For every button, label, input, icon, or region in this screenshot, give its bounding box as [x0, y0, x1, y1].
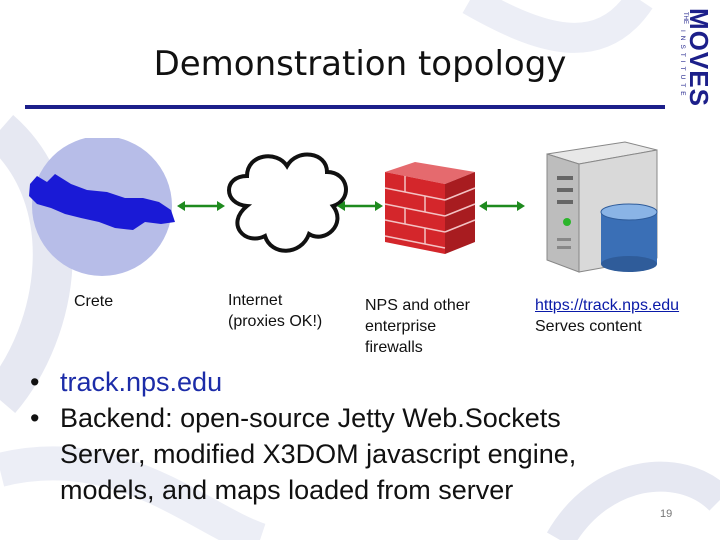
- server-database-icon: [546, 141, 658, 273]
- bullet-text-line2: Server, modified X3DOM javascript engine…: [60, 439, 577, 469]
- bullet-list: • track.nps.edu • Backend: open-source J…: [30, 364, 700, 508]
- crete-label-text: Crete: [74, 293, 114, 310]
- topology-diagram: [29, 138, 658, 276]
- crete-label: Crete: [74, 291, 113, 312]
- bullet-item: • Backend: open-source Jetty Web.Sockets…: [30, 400, 700, 508]
- arrow-crete-internet: [177, 201, 225, 211]
- cloud-icon: [227, 152, 348, 253]
- bullet-item: • track.nps.edu: [30, 364, 700, 400]
- bullet-dot: •: [30, 403, 40, 433]
- bullet-text-line1: Backend: open-source Jetty Web.Sockets: [60, 403, 561, 433]
- nps-label: NPS and other enterprise firewalls: [365, 295, 470, 358]
- moves-institute-logo: THE INSTITUTE MOVES: [666, 2, 716, 132]
- bullet-text-line3: models, and maps loaded from server: [60, 475, 514, 505]
- internet-label: Internet (proxies OK!): [228, 290, 322, 332]
- firewall-icon: [384, 162, 476, 254]
- title-underline: [25, 105, 665, 109]
- page-number: 19: [660, 508, 673, 520]
- logo-side-text: INSTITUTE: [679, 30, 686, 100]
- crete-map-icon: [29, 138, 175, 276]
- bullet-text: track.nps.edu: [60, 367, 223, 397]
- server-label: https://track.nps.edu Serves content: [535, 295, 679, 337]
- server-label-line2: Serves content: [535, 318, 642, 335]
- internet-label-line2: (proxies OK!): [228, 313, 323, 330]
- nps-label-line1: NPS and other: [365, 297, 470, 314]
- internet-label-line1: Internet: [228, 292, 283, 309]
- logo-the-text: THE: [682, 12, 688, 24]
- arrow-internet-firewall: [337, 201, 383, 211]
- bullet-dot: •: [30, 367, 40, 397]
- arrow-firewall-server: [479, 201, 525, 211]
- nps-label-line2: enterprise: [365, 318, 437, 335]
- nps-label-line3: firewalls: [365, 339, 423, 356]
- logo-brand-text: MOVES: [684, 8, 714, 107]
- slide-title: Demonstration topology: [153, 44, 567, 84]
- server-link[interactable]: https://track.nps.edu: [535, 297, 680, 314]
